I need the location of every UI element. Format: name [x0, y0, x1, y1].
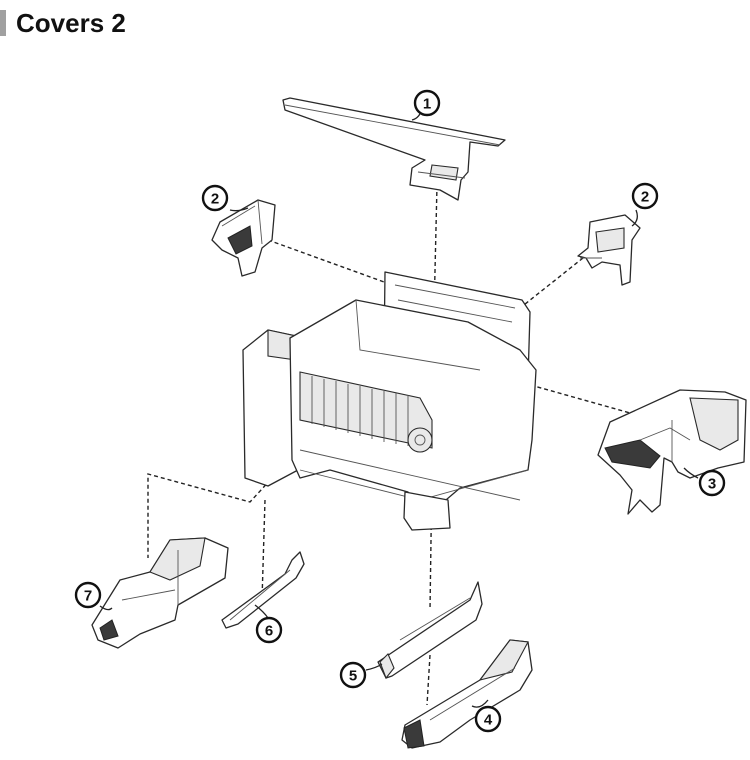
callout-6: 6	[255, 616, 283, 644]
callout-5: 5	[339, 661, 367, 689]
page-title: Covers 2	[16, 7, 126, 38]
printer-chassis	[242, 271, 537, 531]
callout-label: 3	[708, 476, 716, 493]
callout-1: 1	[413, 89, 441, 117]
callout-4: 4	[474, 705, 502, 733]
part-left-side-bracket	[211, 199, 276, 277]
callout-label: 5	[349, 668, 357, 685]
callout-label: 6	[265, 623, 273, 640]
part-top-cover-bar	[282, 97, 506, 201]
part-link-arm	[221, 551, 305, 629]
callout-label: 2	[211, 191, 219, 208]
callout-7: 7	[74, 581, 102, 609]
part-front-bottom-cover	[401, 639, 533, 749]
callout-2-right: 2	[631, 182, 659, 210]
page-header: Covers 2	[0, 8, 126, 38]
part-right-side-cover	[597, 389, 747, 515]
callout-3: 3	[698, 469, 726, 497]
callout-label: 4	[484, 712, 493, 729]
callout-label: 7	[84, 588, 92, 605]
title-accent-bar	[0, 10, 6, 36]
callout-label: 2	[641, 189, 649, 206]
part-right-side-bracket	[577, 214, 641, 286]
part-bottom-rail-cover	[377, 581, 483, 680]
part-left-bottom-cover	[91, 537, 229, 649]
callout-label: 1	[423, 96, 431, 113]
callout-2-left: 2	[201, 184, 229, 212]
